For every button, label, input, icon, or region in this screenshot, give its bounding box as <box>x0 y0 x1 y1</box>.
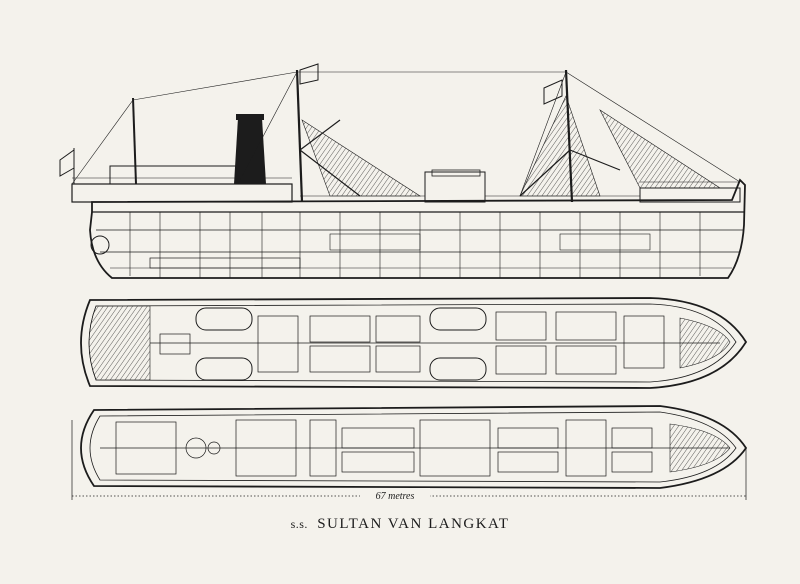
upper-deck-outline <box>80 297 748 389</box>
lower-deck-bow-hatch <box>669 423 731 473</box>
upper-deck-bow-hatch <box>679 317 731 369</box>
hull-outline <box>89 178 746 279</box>
mizzen-mast <box>132 97 137 185</box>
fore-mast-flag <box>543 79 563 105</box>
lifeboat-port-2 <box>429 307 487 331</box>
aft-deckhouse <box>71 183 293 203</box>
caption-ship-name: SULTAN VAN LANGKAT <box>317 516 510 532</box>
overall-length-dimension: 67 metres <box>71 420 747 502</box>
funnel <box>234 118 266 184</box>
fore-cargo-derrick-fan-1 <box>519 95 601 197</box>
engine-room-floor <box>149 257 301 269</box>
stern-ornament <box>90 235 110 255</box>
lifeboat-port-1 <box>195 307 253 331</box>
lower-deck-plan-view <box>80 405 748 489</box>
fore-cargo-derrick-fan-2 <box>599 109 722 189</box>
midship-bridge-house <box>424 171 486 203</box>
main-mast-flag <box>299 63 319 85</box>
side-elevation-view <box>59 63 746 279</box>
main-mast <box>295 69 304 203</box>
cargo-hold-1 <box>329 233 421 251</box>
drawing-caption: s.s. SULTAN VAN LANGKAT <box>0 516 800 533</box>
lifeboat-starboard-1 <box>195 357 253 381</box>
upper-deck-cabins <box>159 311 665 375</box>
stern-flag <box>59 149 75 177</box>
aft-cargo-derrick-fan <box>301 119 422 197</box>
lower-deck-outline <box>80 405 748 489</box>
upper-deck-plan-view <box>80 297 748 389</box>
cargo-derricks <box>299 119 621 197</box>
rigging <box>71 71 741 197</box>
lifeboat-starboard-2 <box>429 357 487 381</box>
aft-upper-deckhouse <box>109 165 241 185</box>
upper-deck-stern-hatch <box>88 305 151 381</box>
cargo-hold-2 <box>559 233 651 251</box>
dimension-label: 67 metres <box>376 491 415 502</box>
caption-prefix: s.s. <box>290 517 308 531</box>
